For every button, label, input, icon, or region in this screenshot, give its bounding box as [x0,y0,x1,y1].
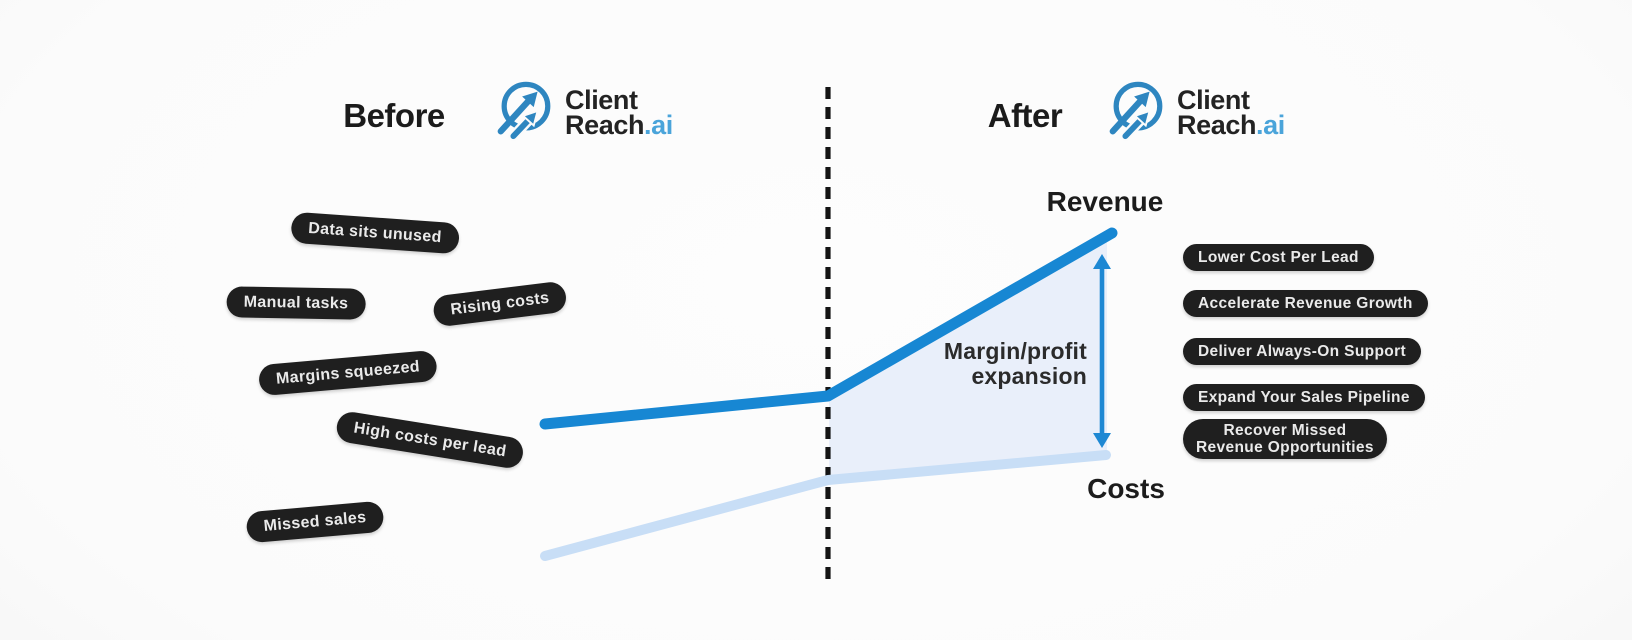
benefit-pill: Recover Missed Revenue Opportunities [1183,419,1387,459]
brand-word2: Reach [565,110,645,140]
after-heading: After [987,97,1063,134]
brand-word1: Client [1177,85,1250,115]
margin-arrow-up-head [1093,254,1111,269]
benefit-pill: Accelerate Revenue Growth [1183,290,1428,317]
before-heading: Before [343,97,445,134]
clientreach-logo: Client Reach.ai [494,79,673,141]
margin-arrow-down-head [1093,433,1111,448]
benefit-pill: Deliver Always-On Support [1183,338,1421,365]
costs-label: Costs [1087,473,1165,504]
clientreach-logo: Client Reach.ai [1106,79,1285,141]
margin-expansion-shade [829,238,1107,480]
brand-suffix: .ai [1256,110,1285,140]
costs-line [540,450,1111,561]
brand-word1: Client [565,85,638,115]
growth-arrow-circle-icon [497,81,551,141]
growth-arrow-circle-icon [1109,81,1163,141]
brand-word2: Reach [1177,110,1257,140]
revenue-label: Revenue [1046,186,1164,217]
benefit-pill: Lower Cost Per Lead [1183,244,1374,271]
benefit-pill: Expand Your Sales Pipeline [1183,384,1425,411]
clientreach-wordmark: Client Reach.ai [1177,85,1285,140]
margin-expansion-annotation: Margin/profit expansion [943,338,1087,389]
clientreach-wordmark: Client Reach.ai [565,85,673,140]
brand-suffix: .ai [644,110,673,140]
pain-pill: Manual tasks [226,286,366,320]
revenue-line [539,227,1118,430]
